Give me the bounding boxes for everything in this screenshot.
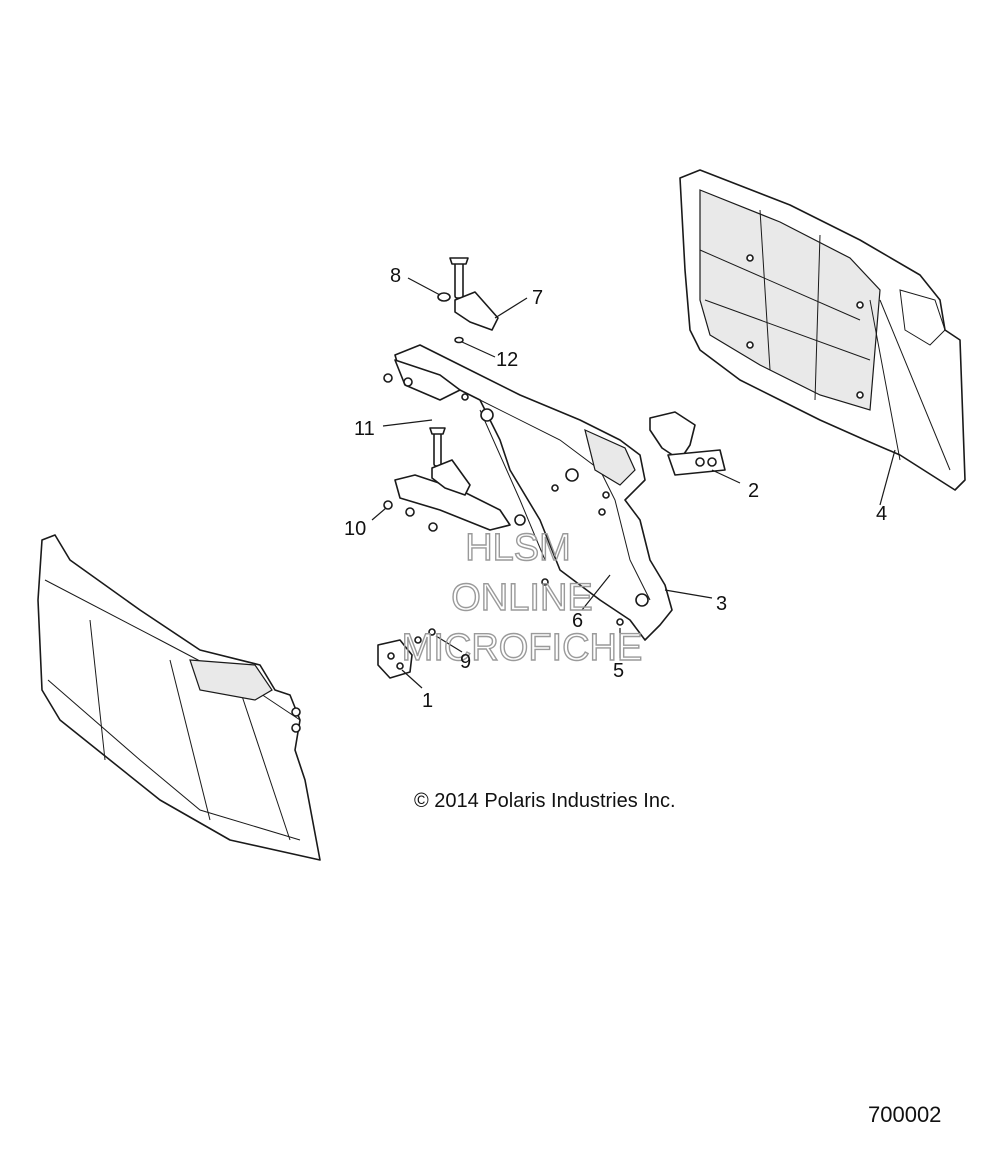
- callout-10: 10: [344, 518, 366, 540]
- callout-3: 3: [716, 593, 727, 615]
- callout-11: 11: [354, 418, 375, 440]
- copyright-notice: © 2014 Polaris Industries Inc.: [414, 790, 676, 812]
- callout-labels: 8 7 12 11 2 4 10 3 6 9 5 1: [344, 265, 887, 712]
- callout-5: 5: [613, 660, 624, 682]
- door-panel-right: [679, 169, 966, 491]
- callout-1: 1: [422, 690, 433, 712]
- fasteners: [383, 373, 624, 644]
- leader-lines: [371, 277, 896, 689]
- callout-9: 9: [460, 651, 471, 673]
- watermark: HLSM ONLINE MICROFICHE: [401, 526, 643, 669]
- callout-12: 12: [496, 349, 518, 371]
- door-latch: [649, 411, 726, 476]
- callout-2: 2: [748, 480, 759, 502]
- door-panel-left: [37, 534, 321, 861]
- watermark-line-2: ONLINE: [451, 577, 592, 619]
- callout-6: 6: [572, 610, 583, 632]
- watermark-line-3: MICROFICHE: [402, 627, 643, 669]
- lower-hinge-bracket: [429, 427, 471, 496]
- upper-hinge-bracket: [437, 257, 499, 344]
- door-frame: [394, 344, 673, 641]
- callout-7: 7: [532, 287, 543, 309]
- diagram-number: 700002: [868, 1102, 941, 1127]
- watermark-line-1: HLSM: [465, 527, 571, 569]
- callout-4: 4: [876, 503, 887, 525]
- callout-8: 8: [390, 265, 401, 287]
- hinge-block: [377, 639, 413, 679]
